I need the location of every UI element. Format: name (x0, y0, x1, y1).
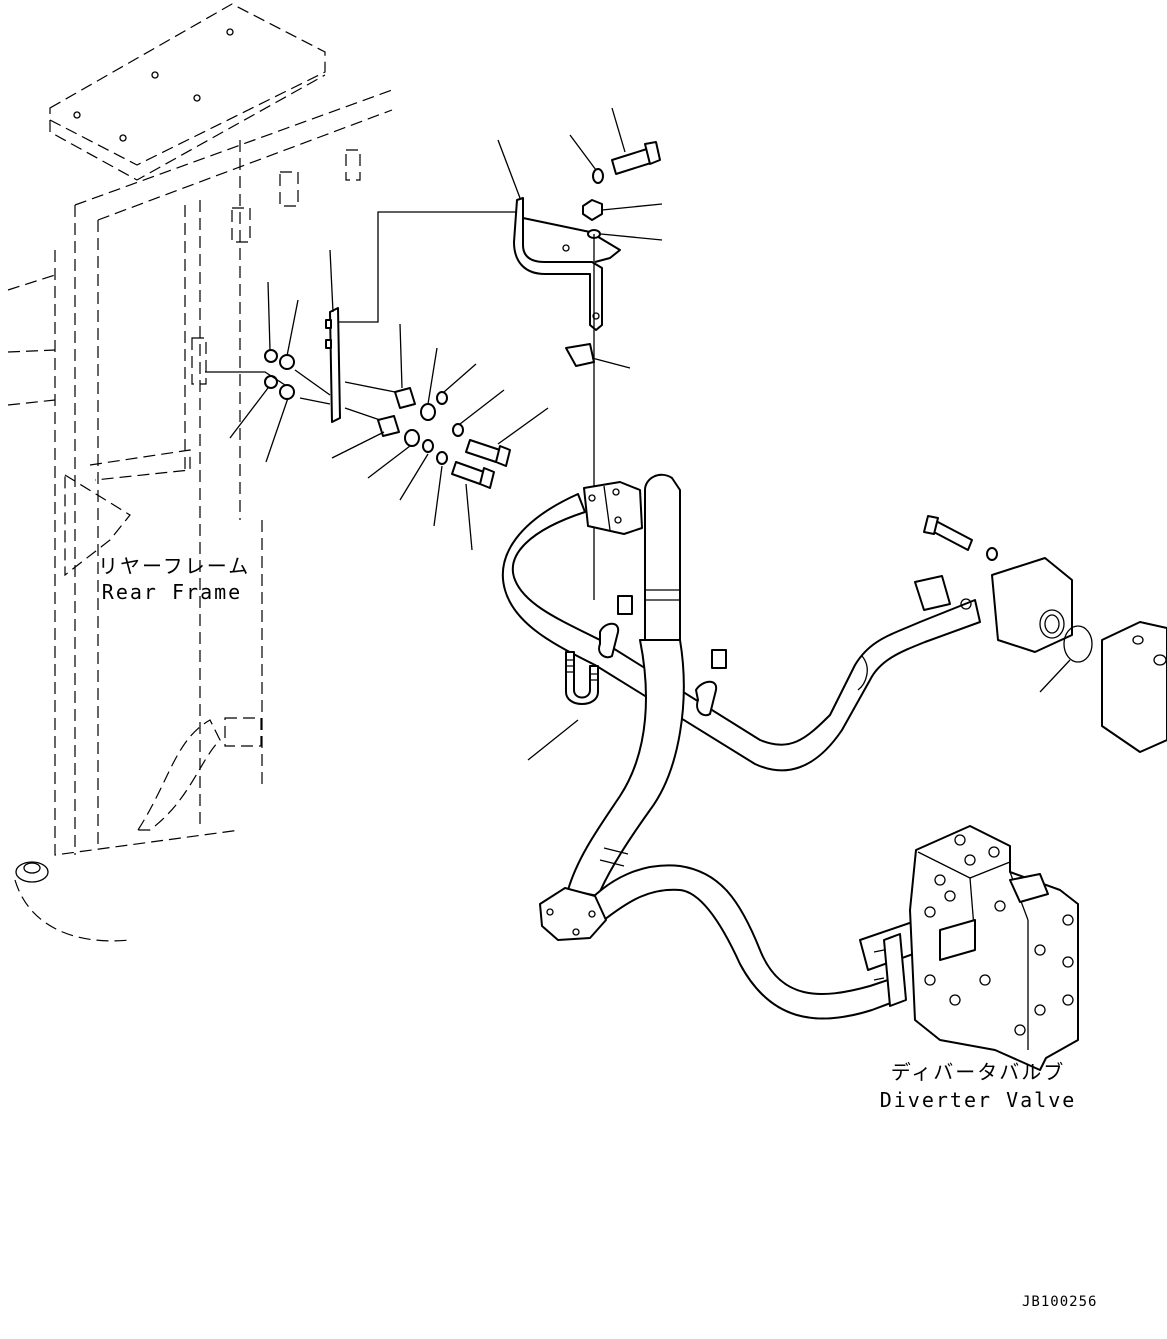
flange-icon (540, 516, 1167, 940)
plate-icon (205, 212, 517, 488)
rear-frame-icon (8, 4, 392, 941)
leader-lines (230, 108, 1070, 760)
drawing-code: JB100256 (1022, 1294, 1098, 1310)
u-bolt-icon (566, 652, 598, 704)
diverter-valve-label-en: Diverter Valve (879, 1088, 1077, 1112)
bracket-icon (514, 142, 660, 366)
diverter-valve-icon (874, 826, 1078, 1070)
rear-frame-label-jp: リヤーフレーム (98, 554, 251, 578)
diverter-valve-label-jp: ディバータバルブ (890, 1060, 1066, 1084)
rear-frame-label-en: Rear Frame (101, 580, 243, 604)
